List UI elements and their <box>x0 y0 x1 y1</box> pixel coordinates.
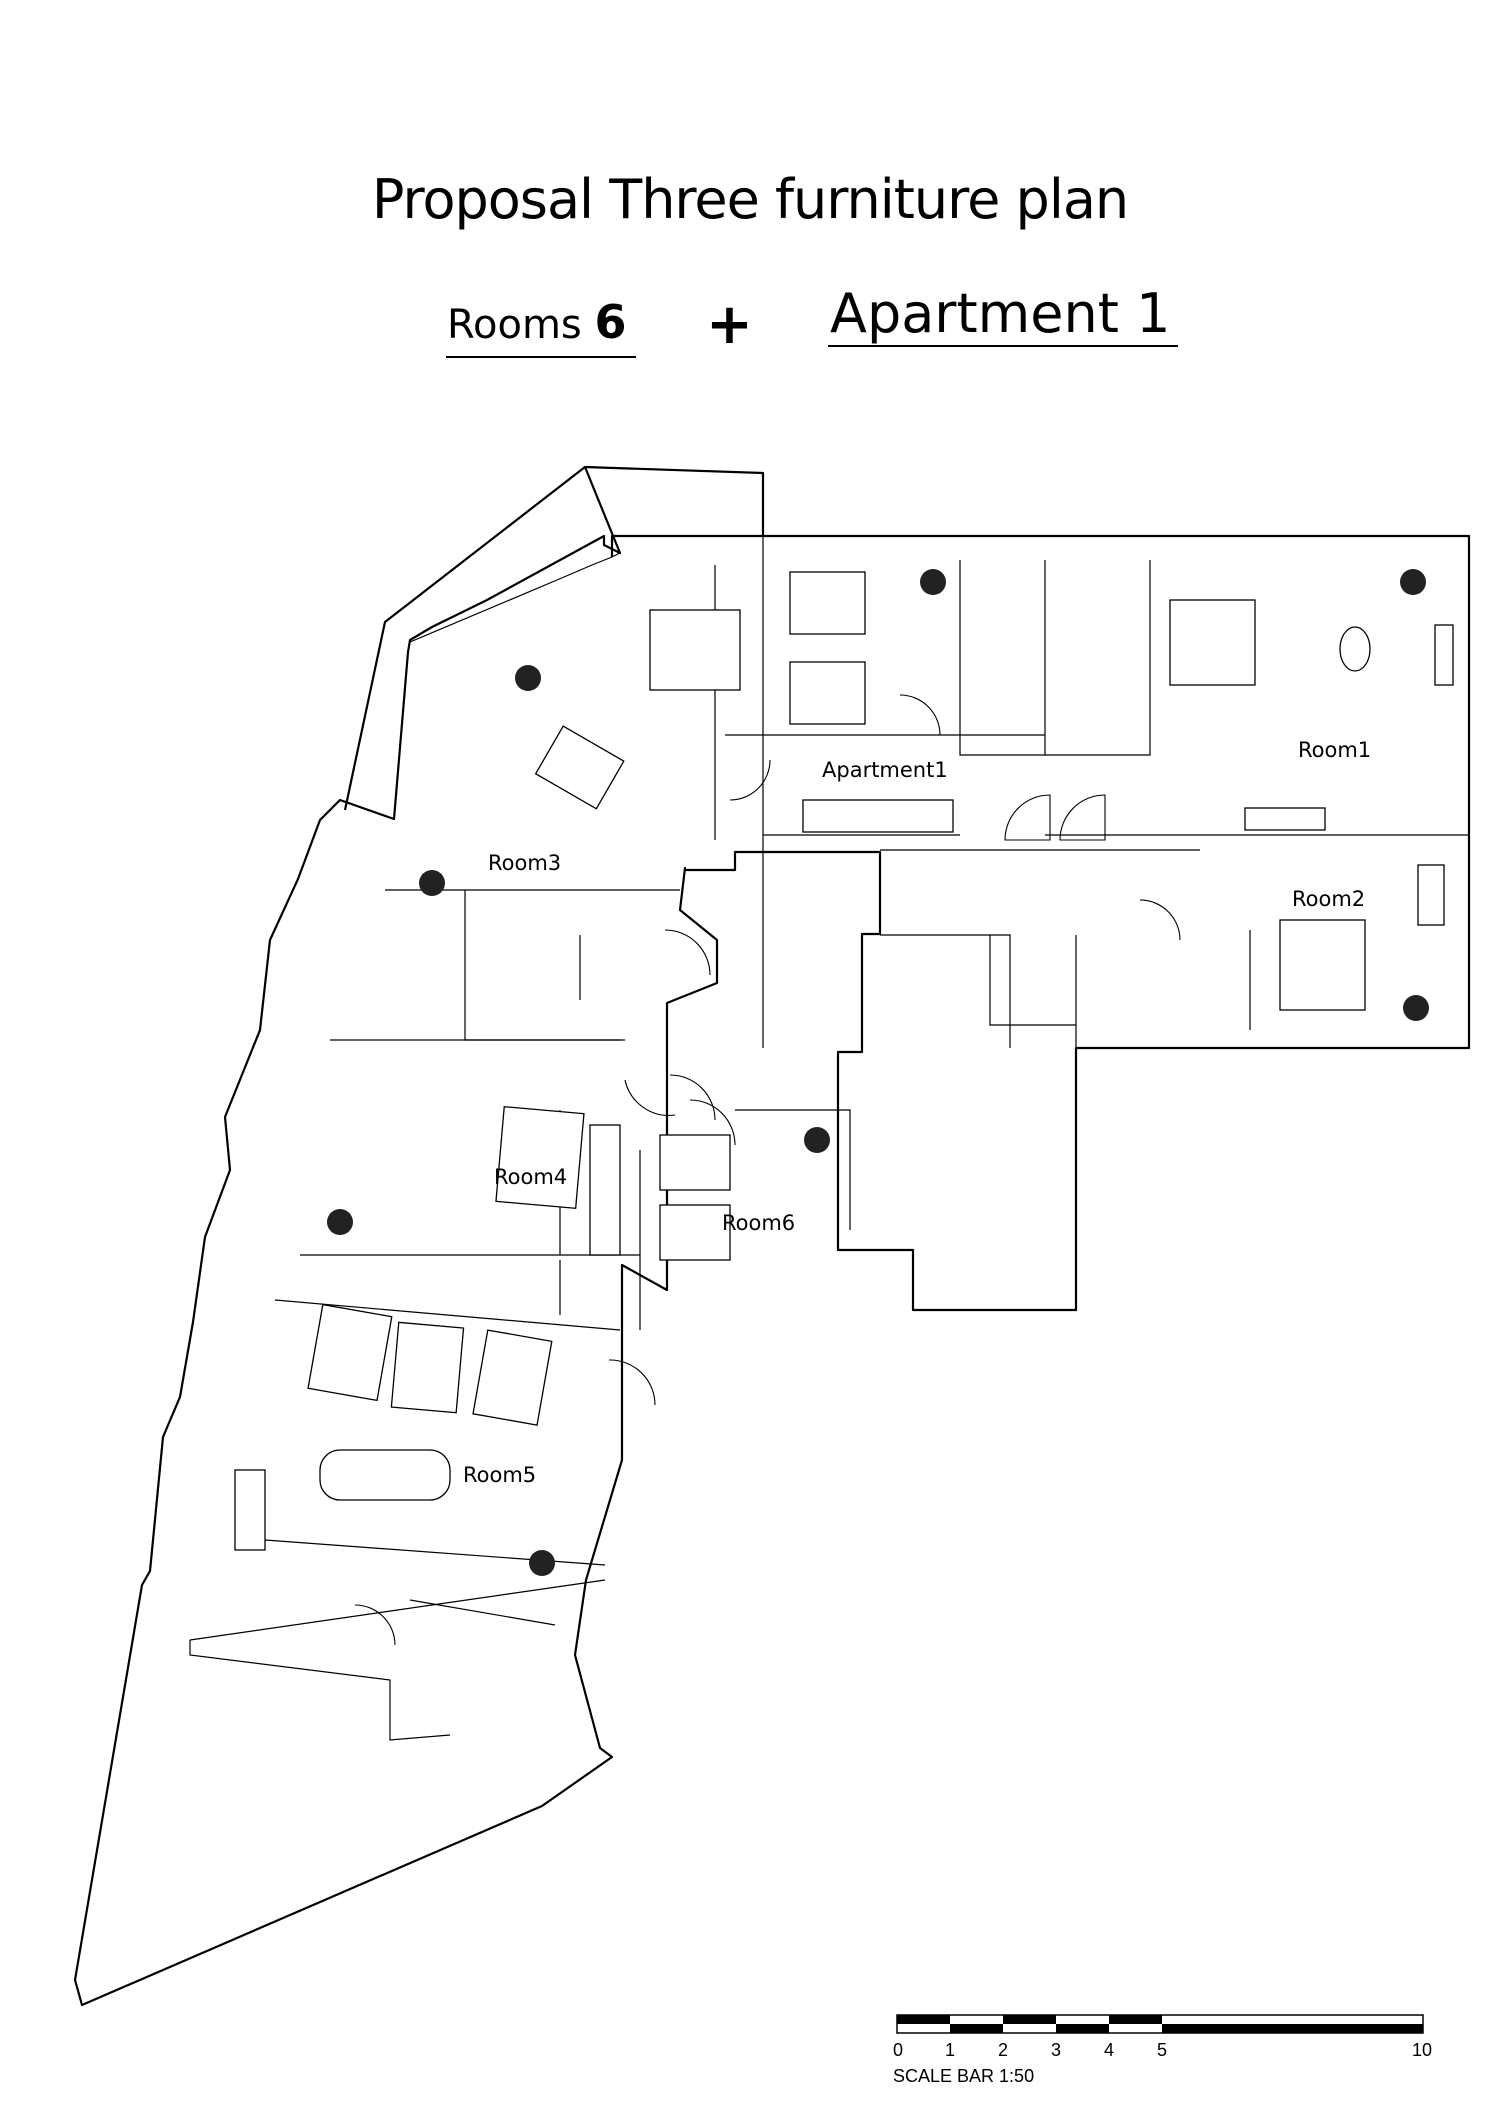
scale-tick-10: 10 <box>1412 2040 1433 2060</box>
furniture <box>234 571 1454 1551</box>
rooms-count: 6 <box>594 295 627 349</box>
apartment1-label: Apartment1 <box>822 758 948 782</box>
plant-icons <box>327 569 1429 1576</box>
room2-label: Room2 <box>1292 887 1365 911</box>
interior-walls <box>189 536 1469 1741</box>
plan-title: Proposal Three furniture plan <box>371 168 1129 231</box>
exterior-walls <box>73 465 1471 2007</box>
scale-tick-0: 0 <box>893 2040 904 2060</box>
rooms-underline <box>446 356 636 358</box>
room-labels: Room1 Room2 Room3 Room4 Room5 Room6 Apar… <box>463 738 1371 1487</box>
room1-label: Room1 <box>1298 738 1371 762</box>
apartment-underline <box>828 345 1178 347</box>
scale-caption: SCALE BAR 1:50 <box>893 2066 1035 2086</box>
scale-tick-4: 4 <box>1104 2040 1115 2060</box>
scale-bar <box>896 2014 1424 2034</box>
rooms-count-heading: Rooms 6 <box>447 295 626 349</box>
door-swings <box>354 694 1181 1646</box>
plus-sign: + <box>706 292 753 357</box>
apartment-heading: Apartment 1 <box>830 282 1171 345</box>
room4-label: Room4 <box>494 1165 567 1189</box>
room6-label: Room6 <box>722 1211 795 1235</box>
room5-label: Room5 <box>463 1463 536 1487</box>
room3-label: Room3 <box>488 851 561 875</box>
rooms-label: Rooms <box>447 302 582 348</box>
scale-tick-1: 1 <box>945 2040 956 2060</box>
scale-tick-5: 5 <box>1157 2040 1168 2060</box>
scale-tick-3: 3 <box>1051 2040 1062 2060</box>
scale-tick-2: 2 <box>998 2040 1009 2060</box>
